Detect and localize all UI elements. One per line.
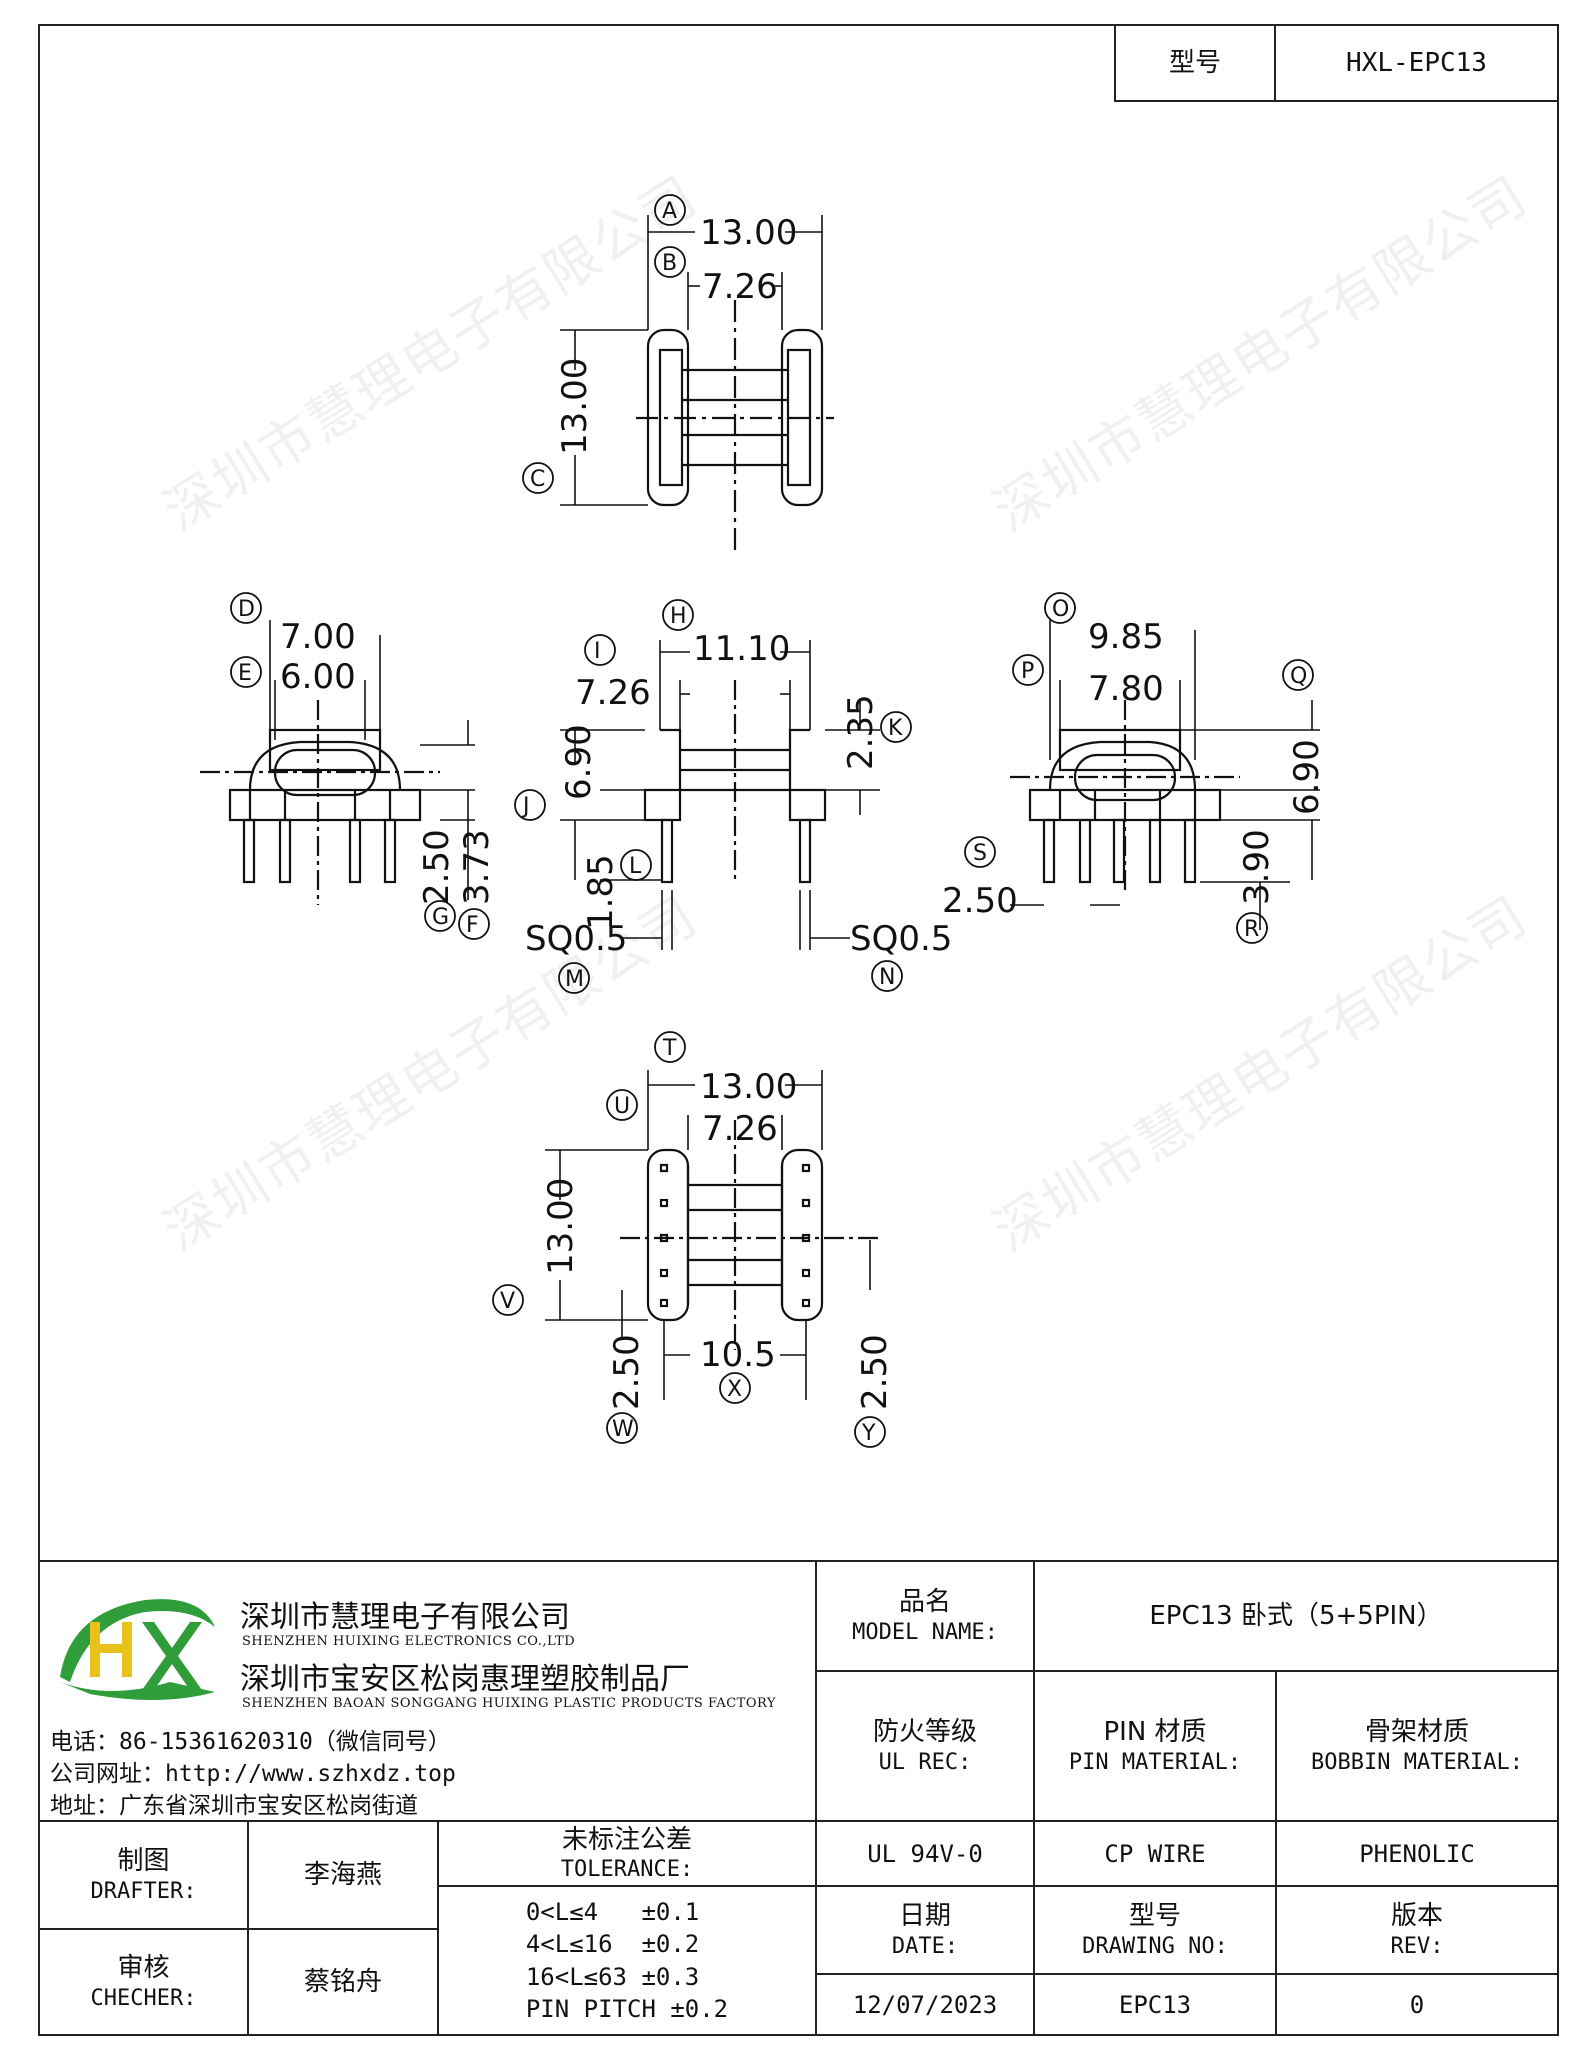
dim-d: 7.00 bbox=[280, 617, 356, 657]
marker-v: V bbox=[500, 1289, 515, 1314]
dim-g: 2.50 bbox=[417, 829, 457, 905]
model-label: 型号 bbox=[1168, 47, 1221, 78]
drafter-label: 制图 DRAFTER: bbox=[40, 1820, 247, 1928]
marker-m: M bbox=[565, 967, 584, 992]
drawing-no-label: 型号 DRAWING NO: bbox=[1033, 1885, 1275, 1973]
checker-value: 蔡铭舟 bbox=[247, 1928, 437, 2034]
model-name-label: 品名 MODEL NAME: bbox=[815, 1562, 1033, 1670]
marker-n: N bbox=[879, 965, 895, 990]
center-view-labels: 11.10 7.26 2.35 6.90 1.85 SQ0.5 SQ0.5 bbox=[525, 629, 952, 959]
company-phone: 电话：86-15361620310（微信同号） bbox=[50, 1729, 451, 1755]
dim-f: 3.73 bbox=[457, 829, 497, 905]
drawing-no-value: EPC13 bbox=[1033, 1973, 1275, 2034]
dim-n: SQ0.5 bbox=[850, 919, 952, 959]
marker-j: J bbox=[521, 794, 530, 819]
checker-label: 审核 CHECHER: bbox=[40, 1928, 247, 2034]
left-view-labels: 7.00 6.00 2.50 3.73 bbox=[280, 617, 497, 905]
company-name-en: SHENZHEN HUIXING ELECTRONICS CO.,LTD bbox=[242, 1634, 576, 1649]
tolerance-label: 未标注公差 TOLERANCE: bbox=[437, 1820, 815, 1885]
marker-g: G bbox=[432, 905, 449, 930]
pin-value: CP WIRE bbox=[1033, 1820, 1275, 1885]
dim-t: 13.00 bbox=[700, 1067, 797, 1107]
marker-l: L bbox=[629, 854, 642, 879]
dim-r: 3.90 bbox=[1237, 829, 1277, 905]
dim-s: 2.50 bbox=[942, 881, 1018, 921]
marker-p: P bbox=[1021, 659, 1034, 684]
company-address: 地址：广东省深圳市宝安区松岗街道 bbox=[50, 1793, 418, 1819]
center-view bbox=[560, 640, 880, 950]
dim-u: 7.26 bbox=[702, 1109, 778, 1149]
marker-q: Q bbox=[1290, 664, 1307, 689]
dim-k: 2.35 bbox=[841, 694, 881, 770]
marker-b: B bbox=[662, 251, 677, 276]
dim-c: 13.00 bbox=[555, 358, 595, 455]
marker-a: A bbox=[662, 199, 677, 224]
tolerance-line: 16<L≤63 ±0.3 bbox=[525, 1962, 700, 1991]
technical-drawing: 13.00 7.26 13.00 7.00 6.00 2.50 3.73 bbox=[200, 194, 1327, 1448]
right-view bbox=[1010, 620, 1320, 930]
company-logo bbox=[60, 1599, 215, 1701]
tolerance-line: PIN PITCH ±0.2 bbox=[525, 1994, 729, 2023]
dim-l: 1.85 bbox=[581, 854, 621, 930]
rev-value: 0 bbox=[1275, 1973, 1557, 2034]
marker-x: X bbox=[727, 1377, 742, 1402]
marker-d: D bbox=[238, 597, 255, 622]
marker-y: Y bbox=[861, 1421, 876, 1446]
tolerance-line: 0<L≤4 ±0.1 bbox=[525, 1897, 700, 1926]
marker-o: O bbox=[1052, 597, 1069, 622]
left-view bbox=[200, 620, 475, 905]
date-value: 12/07/2023 bbox=[815, 1973, 1033, 2034]
dim-v: 13.00 bbox=[541, 1178, 581, 1275]
marker-i: I bbox=[594, 639, 601, 664]
factory-name-en: SHENZHEN BAOAN SONGGANG HUIXING PLASTIC … bbox=[242, 1696, 776, 1711]
rev-label: 版本 REV: bbox=[1275, 1885, 1557, 1973]
tolerance-values: 0<L≤4 ±0.1 4<L≤16 ±0.2 16<L≤63 ±0.3 PIN … bbox=[437, 1885, 815, 2034]
dim-y: 2.50 bbox=[855, 1334, 895, 1410]
marker-r: R bbox=[1244, 917, 1259, 942]
marker-e: E bbox=[238, 661, 252, 686]
dim-w: 2.50 bbox=[607, 1334, 647, 1410]
dim-q: 6.90 bbox=[1287, 739, 1327, 815]
pin-material-label: PIN 材质 PIN MATERIAL: bbox=[1033, 1670, 1275, 1820]
right-view-labels: 9.85 7.80 6.90 3.90 2.50 bbox=[942, 617, 1327, 921]
bobbin-value: PHENOLIC bbox=[1275, 1820, 1557, 1885]
model-name-value: EPC13 卧式（5+5PIN） bbox=[1033, 1562, 1557, 1670]
company-name-cn: 深圳市慧理电子有限公司 bbox=[240, 1600, 570, 1635]
dim-h: 11.10 bbox=[693, 629, 790, 669]
top-view bbox=[560, 215, 834, 555]
drafter-value: 李海燕 bbox=[247, 1820, 437, 1928]
ul-rec-label: 防火等级 UL REC: bbox=[815, 1670, 1033, 1820]
model-value: HXL-EPC13 bbox=[1274, 26, 1557, 100]
marker-k: K bbox=[888, 716, 903, 741]
dim-o: 9.85 bbox=[1088, 617, 1164, 657]
marker-u: U bbox=[614, 1094, 630, 1119]
dim-b: 7.26 bbox=[702, 267, 778, 307]
date-label: 日期 DATE: bbox=[815, 1885, 1033, 1973]
bottom-view bbox=[545, 1070, 880, 1400]
factory-name-cn: 深圳市宝安区松岗惠理塑胶制品厂 bbox=[240, 1662, 690, 1697]
dim-x: 10.5 bbox=[700, 1335, 776, 1375]
tolerance-line: 4<L≤16 ±0.2 bbox=[525, 1930, 700, 1959]
marker-c: C bbox=[530, 467, 545, 492]
top-view-labels: 13.00 7.26 13.00 bbox=[555, 213, 797, 455]
marker-t: T bbox=[662, 1036, 677, 1061]
circle-markers: A B C D E G F H I K J L M N O P Q R S T … bbox=[230, 194, 1314, 1448]
dim-i: 7.26 bbox=[575, 673, 651, 713]
company-area: 深圳市慧理电子有限公司 SHENZHEN HUIXING ELECTRONICS… bbox=[40, 1562, 815, 1820]
model-header-box: 型号 HXL-EPC13 bbox=[1114, 24, 1559, 102]
bobbin-material-label: 骨架材质 BOBBIN MATERIAL: bbox=[1275, 1670, 1557, 1820]
dim-a: 13.00 bbox=[700, 213, 797, 253]
marker-f: F bbox=[466, 913, 479, 938]
dim-e: 6.00 bbox=[280, 657, 356, 697]
marker-w: W bbox=[612, 1417, 634, 1442]
marker-s: S bbox=[973, 841, 987, 866]
marker-h: H bbox=[670, 604, 687, 629]
bottom-view-labels: 13.00 7.26 13.00 10.5 2.50 2.50 bbox=[541, 1067, 895, 1410]
company-website: 公司网址：http://www.szhxdz.top bbox=[50, 1761, 456, 1787]
dim-m: SQ0.5 bbox=[525, 919, 627, 959]
title-block: 深圳市慧理电子有限公司 SHENZHEN HUIXING ELECTRONICS… bbox=[38, 1560, 1559, 2036]
dim-j: 6.90 bbox=[559, 724, 599, 800]
ul-value: UL 94V-0 bbox=[815, 1820, 1033, 1885]
dim-p: 7.80 bbox=[1088, 669, 1164, 709]
